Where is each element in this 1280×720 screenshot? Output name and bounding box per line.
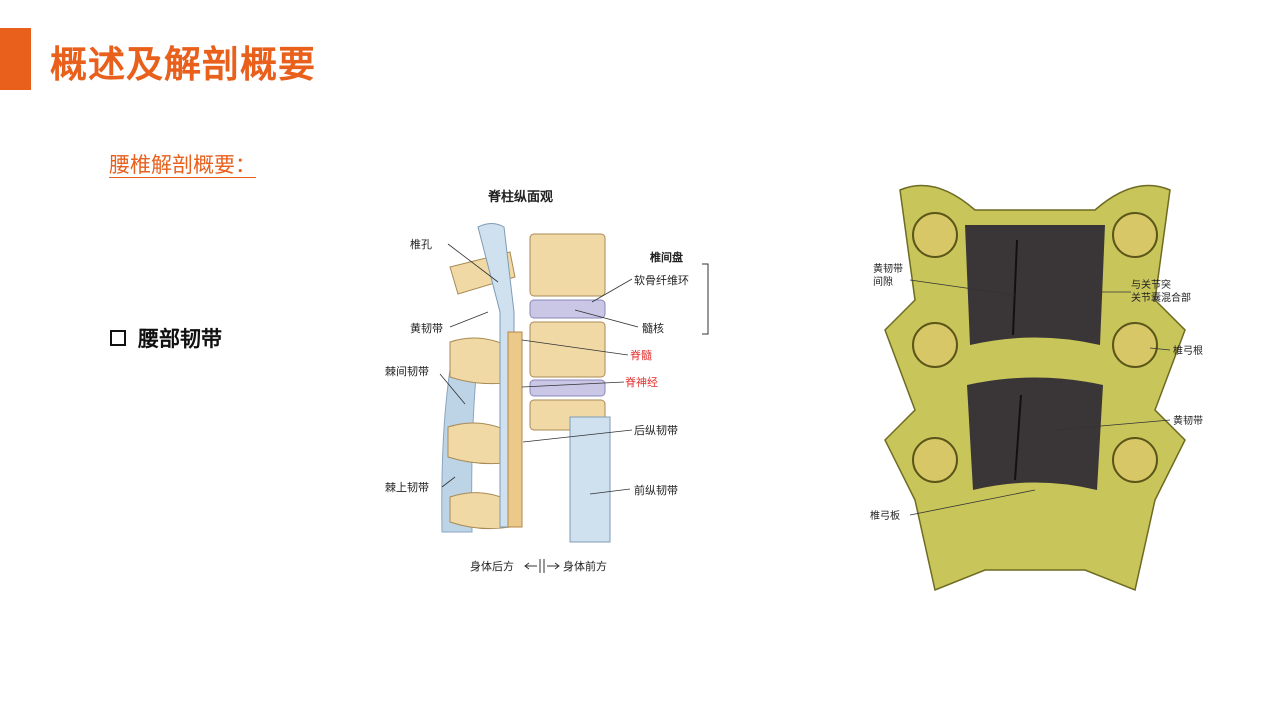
bullet-label: 腰部韧带 [138,327,222,351]
label-flavum-gap-line1: 黄韧带 [873,262,903,275]
label-spinal-nerve: 脊神经 [625,375,658,389]
intervertebral-disc [529,299,606,319]
label-flavum-gap-line2: 间隙 [873,275,893,288]
label-anterior-direction: 身体前方 [563,559,607,573]
label-nucleus-pulposus: 髓核 [642,321,664,335]
anterior-ligament [569,416,611,543]
ligament-gap [1012,239,1018,336]
spinal-canal [477,223,515,528]
page-title: 概述及解剖概要 [50,43,316,86]
label-spinal-cord: 脊髓 [630,348,652,362]
spine-longitudinal-figure: 脊柱纵面观 椎孔 黄韧带 棘间韧带 棘上韧带 椎间盘 软骨纤维环 髓核 脊髓 脊… [380,182,730,587]
label-posterior-longitudinal-ligament: 后纵韧带 [634,424,678,437]
label-interspinous-ligament: 棘间韧带 [385,365,429,378]
section-subtitle: 腰椎解剖概要： [109,153,256,177]
label-vertebral-foramen: 椎孔 [410,237,432,251]
intervertebral-disc [529,379,606,397]
label-lamina: 椎弓板 [870,509,900,522]
label-intervertebral-disc: 椎间盘 [649,250,683,264]
label-posterior-direction: 身体后方 [470,559,514,573]
label-joint-capsule: 与关节突关节囊混合部 [1131,278,1191,304]
ligamentum-flavum-upper [965,225,1105,345]
vertebral-body [529,321,606,378]
label-pedicle: 椎弓根 [1173,344,1203,357]
ligamentum-flavum-figure: 黄韧带间隙 与关节突关节囊混合部 椎弓根 黄韧带 椎弓板 [855,170,1215,600]
spinal-cord [507,331,523,528]
label-ligamentum-flavum: 黄韧带 [1173,414,1203,427]
label-supraspinous-ligament: 棘上韧带 [385,481,429,494]
label-joint-capsule-line1: 与关节突 [1131,278,1171,291]
figure1-title: 脊柱纵面观 [487,189,553,205]
label-ligamentum-flavum: 黄韧带 [410,321,443,335]
direction-arrows-icon [524,559,560,573]
label-flavum-gap: 黄韧带间隙 [873,262,903,288]
square-bullet-icon [110,330,126,346]
label-annulus-fibrosus: 软骨纤维环 [634,273,689,287]
vertebral-body [529,233,606,297]
label-anterior-longitudinal-ligament: 前纵韧带 [634,483,678,497]
bullet-item: 腰部韧带 [110,323,222,353]
ligament-gap [1014,394,1022,481]
ligamentum-flavum-lower [967,377,1103,490]
facet-joints [912,212,1158,483]
title-accent-bar [0,28,31,90]
label-joint-capsule-line2: 关节囊混合部 [1131,291,1191,304]
